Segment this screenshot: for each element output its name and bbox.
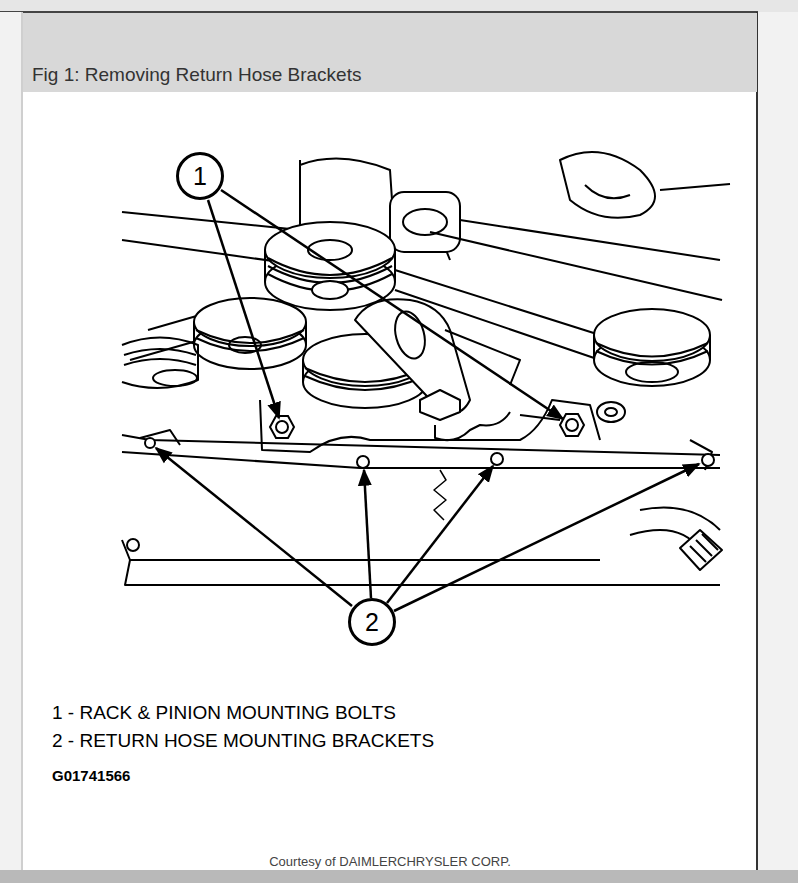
legend-text: 2 - RETURN HOSE MOUNTING BRACKETS (52, 730, 434, 752)
legend-text: 1 - RACK & PINION MOUNTING BOLTS (52, 702, 396, 724)
credit-line: Courtesy of DAIMLERCHRYSLER CORP. (269, 854, 511, 869)
callout-number: 1 (193, 164, 207, 189)
callout-circle: 1 (176, 152, 224, 200)
figure-code: G01741566 (52, 767, 130, 784)
callout-circle: 2 (348, 598, 396, 646)
leader-lines (156, 190, 699, 611)
callout-number: 2 (365, 610, 379, 635)
figure-title: Fig 1: Removing Return Hose Brackets (32, 64, 361, 86)
